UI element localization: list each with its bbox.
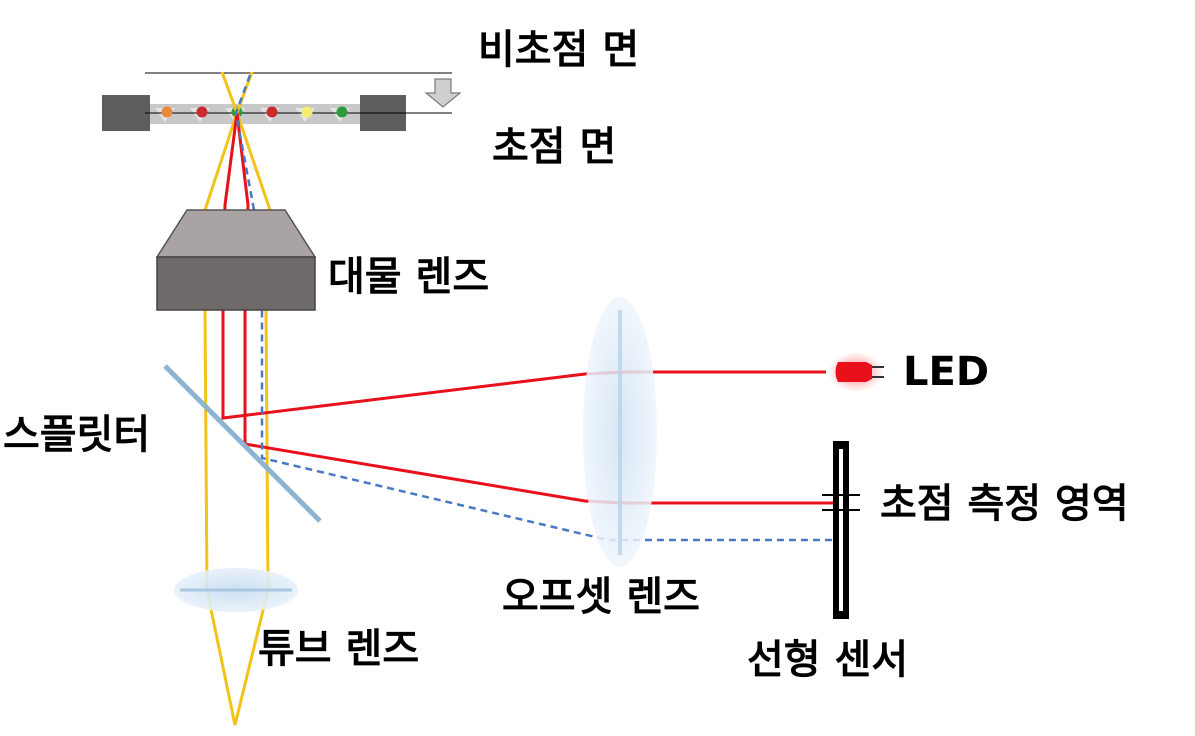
label-led: LED [903,349,989,395]
label-offset-lens: 오프셋 렌즈 [502,574,700,620]
objective-lens-body [156,256,316,311]
sample-dot [196,106,208,118]
label-objective-lens: 대물 렌즈 [328,254,489,300]
label-defocus-plane: 비초점 면 [478,27,639,73]
label-focus-plane: 초점 면 [492,124,616,170]
beam-splitter [163,364,322,523]
sample-dot [266,106,278,118]
label-focus-region: 초점 측정 영역 [880,481,1129,527]
sample-slide [150,104,360,124]
blue-dashed-beam [234,74,833,542]
red-beam-return [235,112,833,505]
sample-dot [336,106,348,118]
sample-dot [161,106,173,118]
led-icon [828,352,884,392]
linear-sensor-slit [839,449,843,611]
label-linear-sensor: 선형 센서 [747,637,908,683]
stage-block-left [102,95,150,131]
yellow-beam [203,71,272,726]
objective-lens-top [155,209,317,258]
sample-dot [301,106,313,118]
label-tube-lens: 튜브 렌즈 [258,626,419,672]
down-arrow-icon [424,78,462,108]
label-splitter: 스플릿터 [3,412,150,458]
